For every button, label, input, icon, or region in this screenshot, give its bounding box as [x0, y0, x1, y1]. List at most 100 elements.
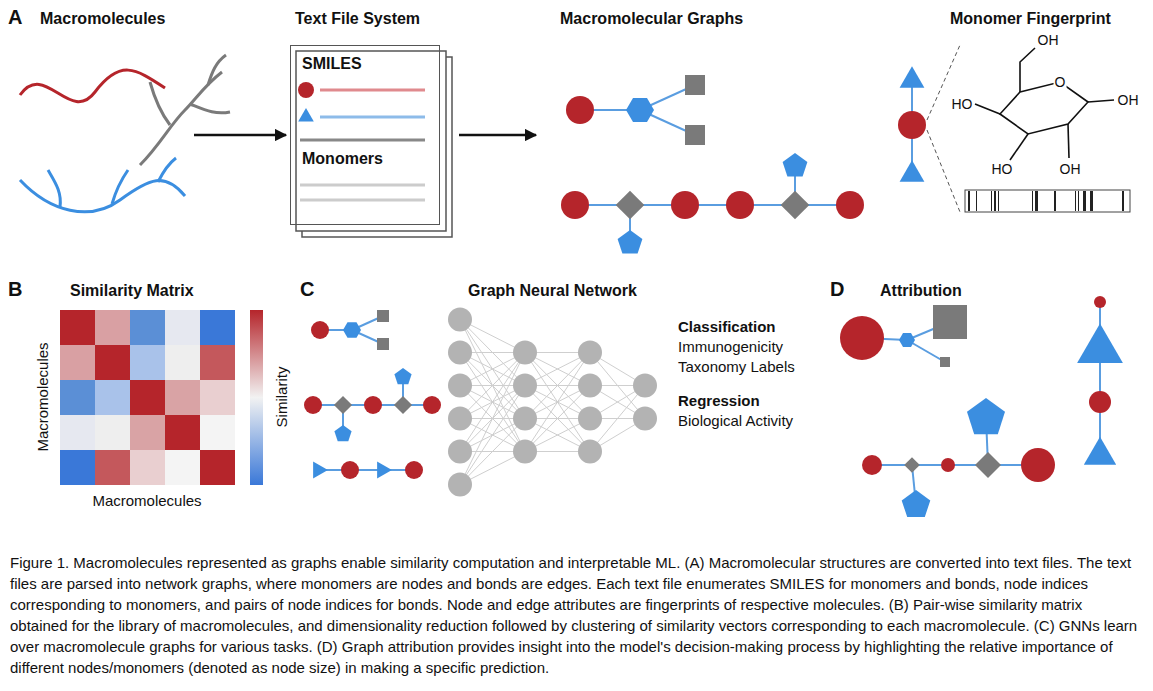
matrix-cell — [200, 345, 235, 380]
panel-heading: Macromolecules — [40, 10, 165, 28]
fingerprint-bit — [1122, 191, 1124, 211]
nn-neuron — [448, 374, 472, 398]
monomer-diamond — [334, 396, 352, 414]
fingerprint-bit — [1083, 191, 1086, 211]
nn-neuron — [578, 341, 602, 365]
graph-drawings — [304, 66, 1123, 517]
matrix-cell — [130, 450, 165, 485]
fingerprint-bit — [1075, 191, 1076, 211]
macromolecule-graph — [313, 461, 423, 479]
matrix-cell — [165, 310, 200, 345]
monomer-circle — [304, 396, 322, 414]
nn-weight — [460, 353, 525, 452]
fingerprint-bit — [968, 191, 970, 211]
monomer-pentagon — [618, 230, 643, 254]
matrix-cell — [60, 415, 95, 450]
nn-neuron — [448, 341, 472, 365]
monomer-triangle — [900, 160, 925, 182]
matrix-cell — [95, 380, 130, 415]
neural-network — [448, 308, 657, 497]
macromolecule-group: Macromolecules — [10, 5, 190, 245]
matrix-cell — [60, 345, 95, 380]
macromolecule-graph — [566, 75, 705, 145]
monomer-circle — [364, 396, 382, 414]
fingerprint-bit — [991, 191, 992, 211]
macromolecule-graph — [898, 66, 926, 182]
matrix-cell — [95, 345, 130, 380]
monomer-circle — [836, 191, 864, 219]
matrix-cell — [95, 450, 130, 485]
connectors — [194, 135, 536, 136]
nn-neuron — [448, 473, 472, 497]
nn-weight — [460, 320, 525, 419]
axis-label: Macromolecules — [92, 492, 201, 509]
matrix-cell — [60, 380, 95, 415]
bond — [975, 104, 1000, 114]
matrix-cell — [130, 380, 165, 415]
panel-heading: Graph Neural Network — [468, 282, 637, 300]
matrix-cell — [200, 380, 235, 415]
fingerprint-bit — [976, 191, 977, 211]
monomer-triangle — [313, 461, 328, 478]
monomer-triangle — [900, 66, 925, 88]
text-line — [320, 116, 425, 119]
axis-label: Similarity — [273, 367, 290, 428]
matrix-cell — [95, 415, 130, 450]
monomer-diamond — [781, 191, 810, 220]
matrix-cell — [165, 380, 200, 415]
figure-caption: Figure 1. Macromolecules represented as … — [10, 552, 1143, 678]
bond — [1010, 134, 1028, 160]
atom-label: HO — [991, 162, 1014, 177]
monomer-hexagon — [626, 98, 654, 122]
graph-group: Macromolecular Graphs — [540, 5, 935, 260]
illustration — [20, 45, 1130, 517]
flow-arrow — [459, 134, 536, 137]
monomer-diamond — [975, 452, 1001, 478]
monomer-circle — [566, 96, 594, 124]
nn-neuron — [513, 341, 537, 365]
monomer-pentagon — [334, 425, 351, 441]
macromolecule-graph — [862, 398, 1055, 517]
bond — [1068, 124, 1069, 158]
flow-arrow — [194, 134, 286, 137]
fingerprint-bit — [1032, 191, 1033, 211]
macromolecule-graph — [311, 310, 389, 350]
file-section: Monomers — [302, 150, 383, 168]
panel-heading: Text File System — [295, 10, 420, 28]
polymer-branch — [112, 170, 128, 204]
matrix-cell — [130, 345, 165, 380]
document-sheet — [296, 51, 446, 231]
polymer-branch — [190, 104, 230, 113]
monomer-circle — [1094, 296, 1106, 308]
fingerprint-bit — [1090, 191, 1093, 211]
nn-neuron — [578, 440, 602, 464]
monomer-circle — [840, 316, 884, 360]
monomer-hexagon — [343, 322, 361, 338]
polymer-branch — [150, 82, 170, 125]
nn-weight — [525, 353, 590, 452]
atom-label: OH — [1059, 162, 1082, 177]
text-line — [300, 139, 425, 142]
nn-weight — [525, 353, 590, 452]
atom-label: OH — [1037, 33, 1060, 48]
nn-neuron — [578, 374, 602, 398]
matrix-cell — [130, 310, 165, 345]
nn-weight — [460, 386, 525, 485]
nn-neuron — [633, 407, 657, 431]
macromolecule-graph — [561, 153, 864, 254]
nn-neuron — [633, 374, 657, 398]
matrix-cell — [165, 415, 200, 450]
monomer-circle — [1021, 448, 1055, 482]
monomer-circle — [726, 191, 754, 219]
monomer-triangle — [377, 461, 392, 478]
panel-heading: Attribution — [880, 282, 962, 300]
monomer-square — [933, 305, 967, 339]
panel-letter: D — [830, 278, 844, 301]
nn-neuron — [448, 407, 472, 431]
panel-letter: A — [8, 6, 22, 29]
monomer-circle — [1089, 391, 1111, 413]
polymer-branch — [48, 170, 60, 207]
monomer-square — [940, 357, 950, 367]
monomer-square — [377, 310, 389, 322]
fingerprint-bit — [994, 191, 996, 211]
